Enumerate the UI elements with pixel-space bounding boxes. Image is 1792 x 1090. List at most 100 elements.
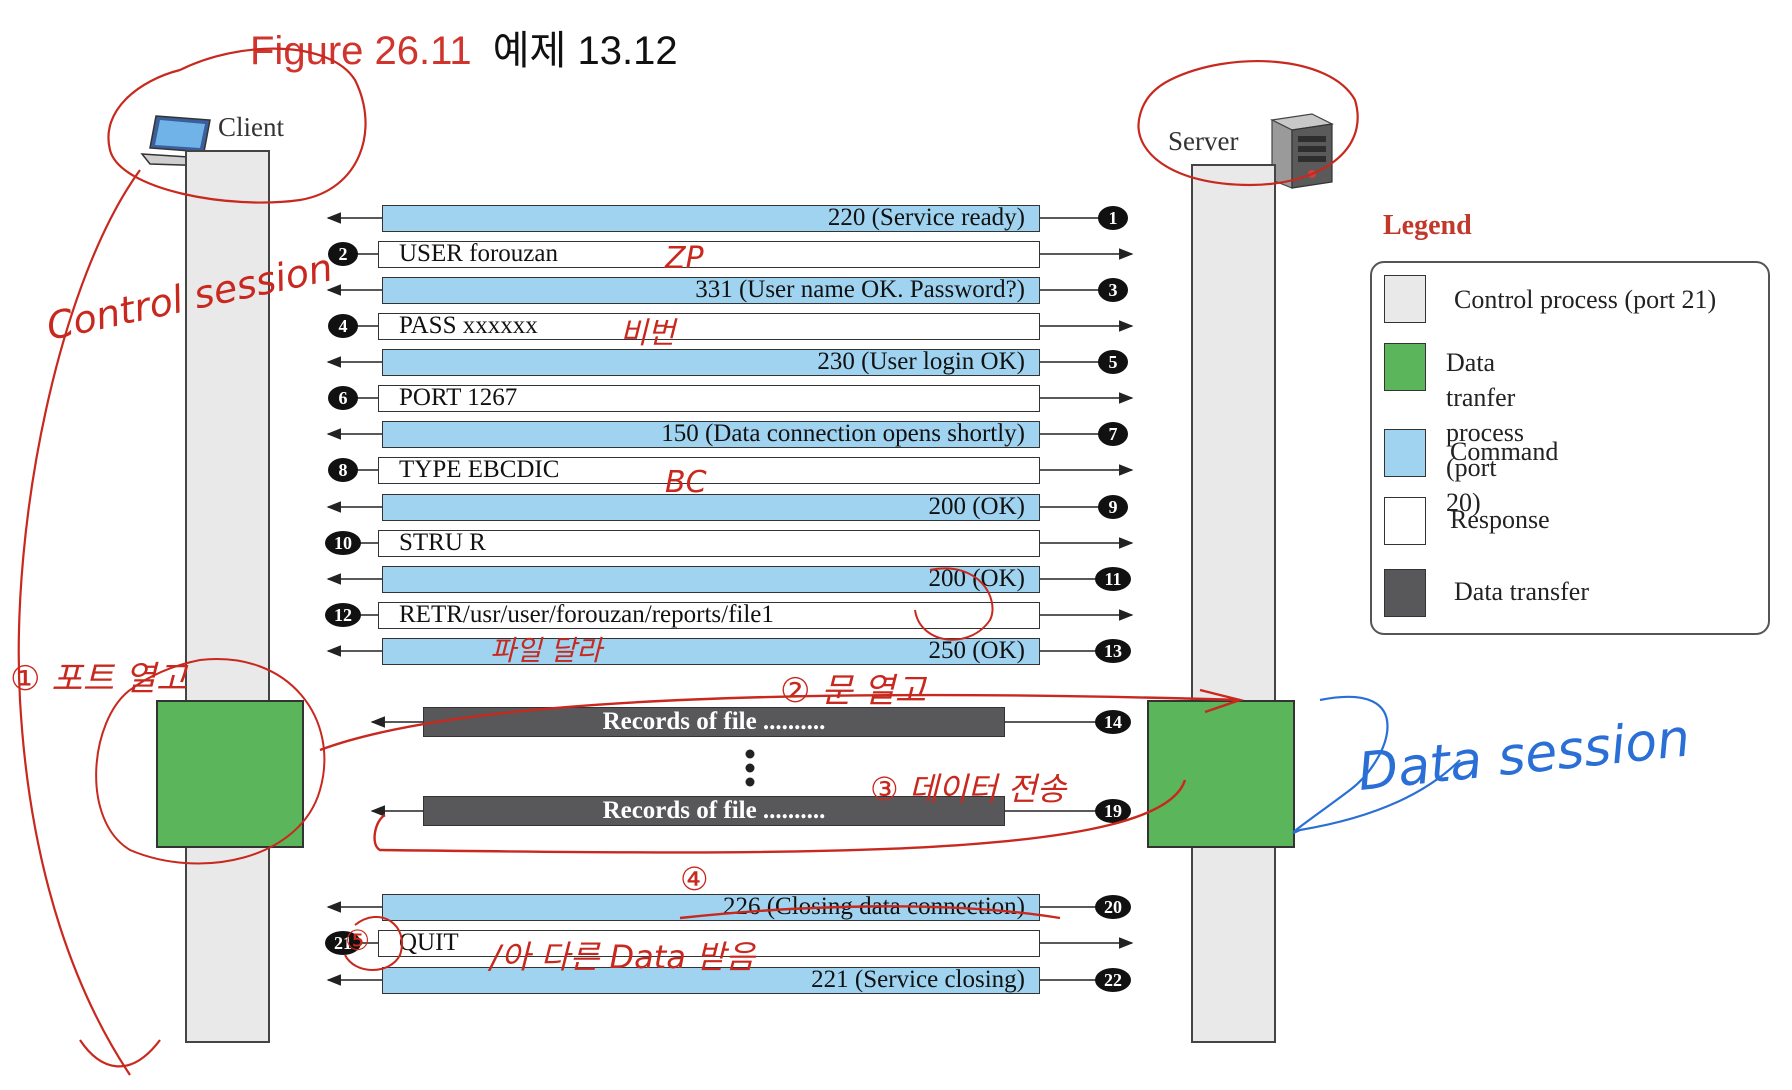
data-open-line-ink bbox=[319, 693, 1241, 752]
command-message-bar: 220 (Service ready) bbox=[382, 204, 1040, 232]
note-quit: /아 다른 Data 받음 bbox=[487, 938, 756, 976]
command-message-bar: 331 (User name OK. Password?) bbox=[382, 276, 1040, 304]
svg-text:6: 6 bbox=[339, 388, 348, 408]
note-five: ⑤ bbox=[345, 924, 370, 957]
note-zp: ZP bbox=[664, 241, 705, 276]
data-transfer-swatch bbox=[1384, 569, 1426, 617]
client-control-process-column bbox=[185, 150, 270, 1043]
svg-text:3: 3 bbox=[1109, 280, 1118, 300]
legend-label: Command bbox=[1450, 437, 1559, 466]
svg-text:21: 21 bbox=[334, 933, 352, 953]
step-number-badge: 12 bbox=[325, 603, 361, 627]
step-number-badge: 20 bbox=[1095, 895, 1131, 919]
data-open-arrowhead-ink bbox=[1199, 688, 1245, 714]
svg-text:19: 19 bbox=[1104, 801, 1122, 821]
step-number-badge: 7 bbox=[1098, 422, 1128, 446]
control-process-swatch bbox=[1384, 275, 1426, 323]
step-number-badge: 8 bbox=[328, 458, 358, 482]
response-message-bar: TYPE EBCDIC bbox=[378, 456, 1040, 484]
step-number-badge: 2 bbox=[328, 242, 358, 266]
note-open-port: ① 포트 열고 bbox=[10, 659, 189, 699]
svg-text:9: 9 bbox=[1109, 497, 1118, 517]
svg-text:10: 10 bbox=[334, 533, 352, 553]
svg-text:22: 22 bbox=[1104, 970, 1122, 990]
note-bc: BC bbox=[665, 465, 707, 500]
client-data-process-block bbox=[156, 700, 304, 848]
svg-text:2: 2 bbox=[339, 244, 348, 264]
data-process-swatch bbox=[1384, 343, 1426, 391]
step-number-badge: 5 bbox=[1098, 350, 1128, 374]
note-open-file: ② 문 열고 bbox=[780, 671, 928, 711]
quit-circle-ink bbox=[344, 915, 403, 971]
command-message-bar: 230 (User login OK) bbox=[382, 348, 1040, 376]
server-data-process-block bbox=[1147, 700, 1295, 848]
command-swatch bbox=[1384, 429, 1426, 477]
note-four: ④ bbox=[680, 860, 709, 898]
step-number-badge: 22 bbox=[1095, 968, 1131, 992]
server-icon bbox=[1270, 113, 1334, 189]
server-label: Server bbox=[1168, 126, 1239, 156]
response-message-bar: PASS xxxxxx bbox=[378, 312, 1040, 340]
legend-label: Data tranfer process (port 20) bbox=[1446, 348, 1524, 517]
legend-label: Response bbox=[1450, 505, 1550, 534]
step-number-badge: 1 bbox=[1098, 206, 1128, 230]
note-data-session: Data session bbox=[1355, 708, 1693, 802]
legend-label: Control process (port 21) bbox=[1454, 285, 1717, 314]
note-file-request: 파일 달라 bbox=[490, 634, 605, 667]
client-circle-ink bbox=[107, 47, 367, 204]
response-swatch bbox=[1384, 497, 1426, 545]
client-data-circle-ink bbox=[95, 658, 326, 865]
svg-text:13: 13 bbox=[1104, 641, 1122, 661]
command-message-bar: 200 (OK) bbox=[382, 493, 1040, 521]
step-number-badge: 14 bbox=[1095, 710, 1131, 734]
svg-text:20: 20 bbox=[1104, 897, 1122, 917]
client-label: Client bbox=[218, 112, 284, 142]
response-message-bar: QUIT bbox=[378, 929, 1040, 957]
response-message-bar: STRU R bbox=[378, 529, 1040, 557]
data-transfer-bar: Records of file .......... bbox=[423, 796, 1005, 826]
server-control-process-column bbox=[1191, 164, 1276, 1043]
brace-end-ink bbox=[79, 1039, 161, 1068]
note-control-session: Control session bbox=[43, 245, 337, 349]
legend-box: Control process (port 21) Data tranfer p… bbox=[1370, 261, 1770, 635]
svg-text:11: 11 bbox=[1104, 569, 1121, 589]
response-message-bar: RETR/usr/user/forouzan/reports/file1 bbox=[378, 601, 1040, 629]
command-message-bar: 150 (Data connection opens shortly) bbox=[382, 420, 1040, 448]
legend-label: Data transfer bbox=[1454, 577, 1589, 606]
step-number-badge: 11 bbox=[1095, 567, 1131, 591]
response-message-bar: PORT 1267 bbox=[378, 384, 1040, 412]
svg-text:8: 8 bbox=[339, 460, 348, 480]
ok-circle-ink bbox=[914, 567, 994, 641]
note-send-data: ③ 데이터 전송 bbox=[870, 770, 1068, 808]
data-return-line-ink bbox=[373, 779, 1187, 854]
step-number-badge: 21 bbox=[325, 931, 361, 955]
step-number-badge: 4 bbox=[328, 314, 358, 338]
figure-number: Figure 26.11 bbox=[250, 29, 472, 73]
svg-text:12: 12 bbox=[334, 605, 352, 625]
command-message-bar: 221 (Service closing) bbox=[382, 966, 1040, 994]
svg-text:5: 5 bbox=[1109, 352, 1118, 372]
step-number-badge: 13 bbox=[1095, 639, 1131, 663]
example-number: 예제 13.12 bbox=[492, 29, 678, 73]
step-number-badge: 6 bbox=[328, 386, 358, 410]
command-message-bar: 250 (OK) bbox=[382, 637, 1040, 665]
closing-strike-ink bbox=[679, 905, 1061, 920]
response-message-bar: USER forouzan bbox=[378, 240, 1040, 268]
continuation-dots bbox=[745, 749, 755, 787]
svg-text:14: 14 bbox=[1104, 712, 1122, 732]
server-circle-ink bbox=[1137, 60, 1359, 187]
page-title: Figure 26.11 예제 13.12 bbox=[250, 18, 678, 76]
step-number-badge: 19 bbox=[1095, 799, 1131, 823]
svg-text:4: 4 bbox=[339, 316, 348, 336]
control-session-brace-ink bbox=[17, 169, 141, 1076]
svg-text:7: 7 bbox=[1109, 424, 1118, 444]
step-number-badge: 10 bbox=[325, 531, 361, 555]
legend-title: Legend bbox=[1383, 210, 1472, 241]
data-session-brace-ink bbox=[1292, 695, 1461, 834]
step-number-badge: 9 bbox=[1098, 495, 1128, 519]
note-password: 비번 bbox=[620, 316, 679, 351]
svg-text:1: 1 bbox=[1109, 208, 1118, 228]
step-number-badge: 3 bbox=[1098, 278, 1128, 302]
